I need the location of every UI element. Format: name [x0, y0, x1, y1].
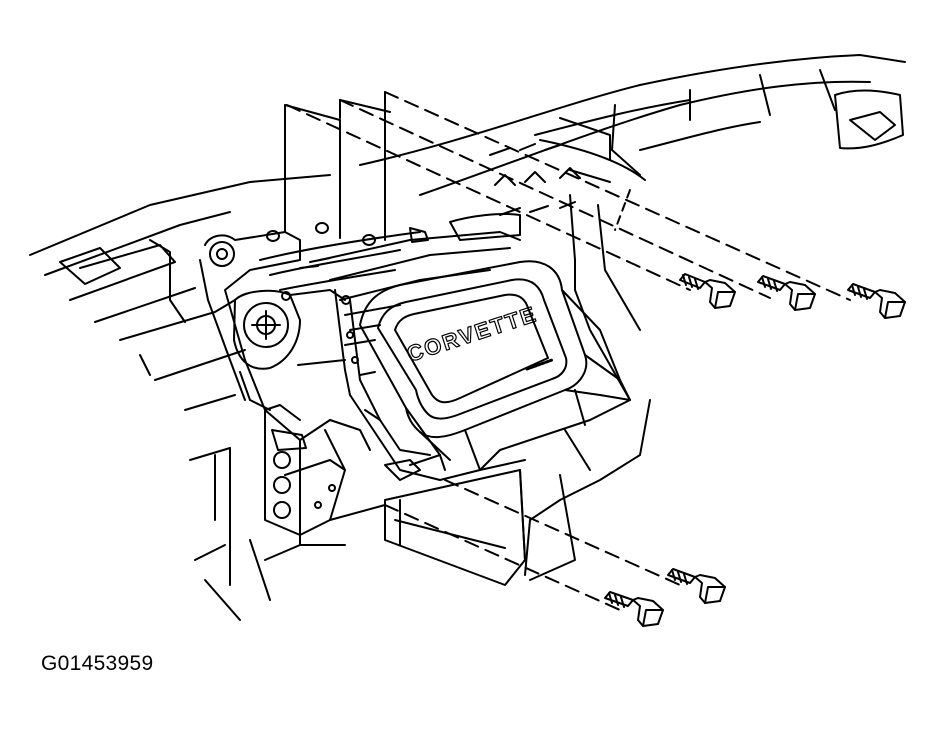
- dashboard-frame: [29, 54, 906, 621]
- bolt-upper-left: [679, 273, 736, 309]
- figure-id-label: G01453959: [41, 652, 154, 675]
- alignment-lines-lower: [384, 479, 681, 611]
- bolt-upper-right: [847, 283, 906, 319]
- display-module: CORVETTE: [359, 260, 631, 471]
- bolt-holes-upper: [266, 222, 376, 246]
- alignment-lines-upper: [284, 91, 851, 301]
- mounting-bracket: [199, 231, 421, 536]
- center-housing: [299, 212, 521, 481]
- bolt-lower-left: [604, 591, 664, 627]
- bolt-lower-right: [667, 568, 726, 604]
- bolt-upper-middle: [757, 275, 816, 311]
